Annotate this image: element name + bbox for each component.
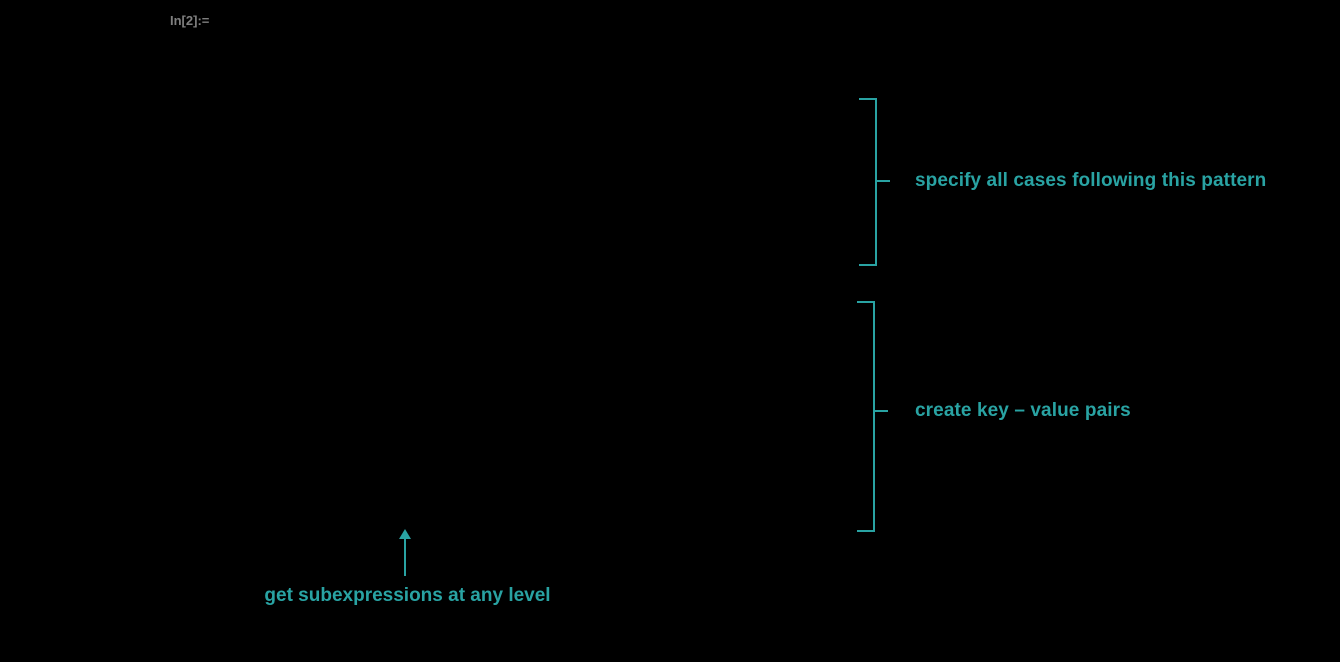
input-prompt-label: In[2]:= xyxy=(170,13,210,28)
up-arrow-stem xyxy=(404,539,406,576)
annotation-label-key-value: create key – value pairs xyxy=(915,400,1131,421)
annotation-label-pattern: specify all cases following this pattern xyxy=(915,170,1267,191)
annotation-label-subexpressions: get subexpressions at any level xyxy=(264,585,551,606)
up-arrow-icon xyxy=(399,529,411,539)
annotation-tick-key-value xyxy=(875,410,888,412)
annotation-tick-pattern xyxy=(877,180,890,182)
annotation-bracket-key-value xyxy=(857,301,875,532)
annotation-bracket-pattern xyxy=(859,98,877,266)
